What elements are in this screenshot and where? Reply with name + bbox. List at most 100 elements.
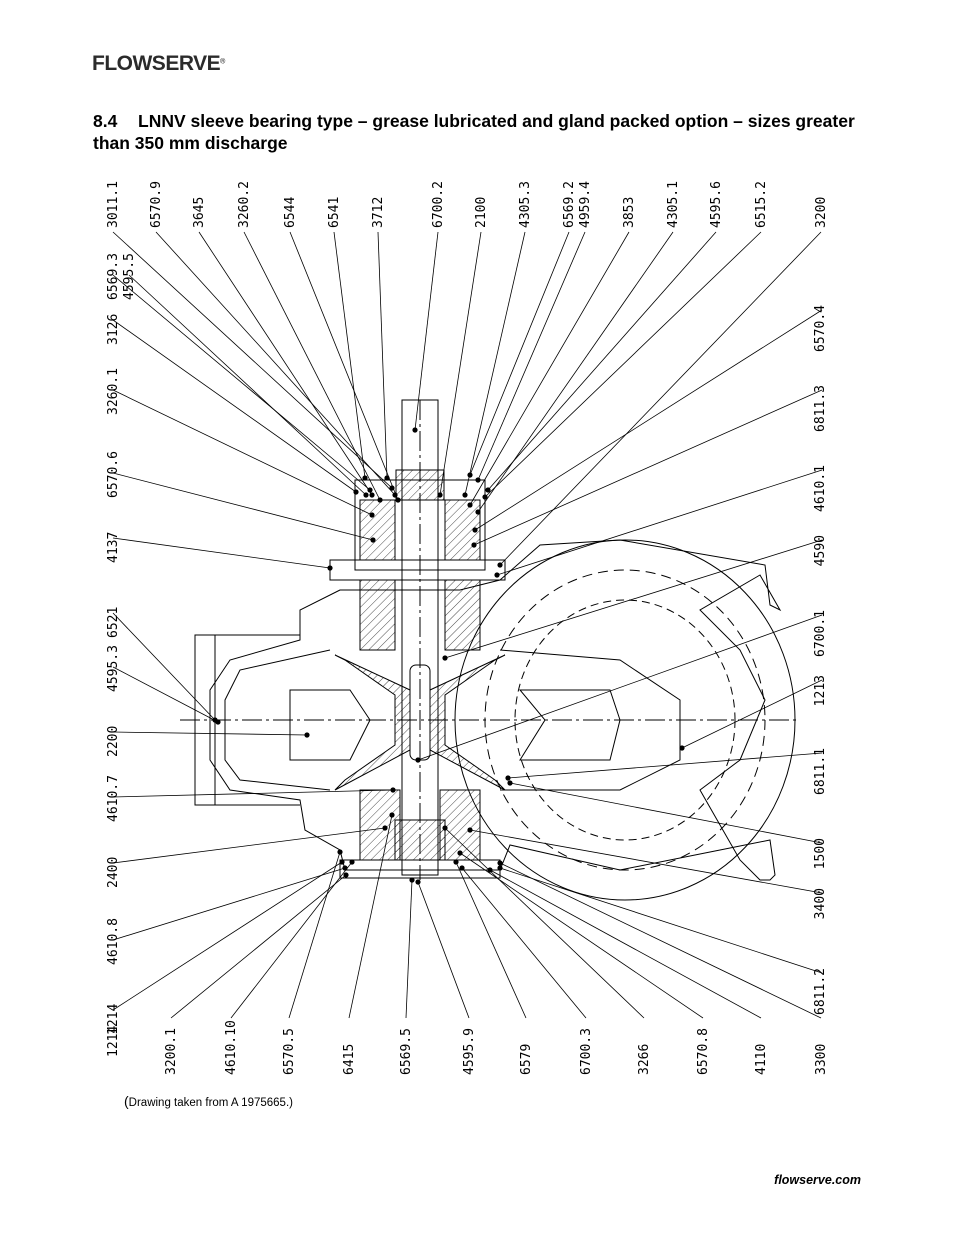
leader-line-top (243, 231, 381, 501)
drawing-caption: (Drawing taken from A 1975665.) (124, 1093, 293, 1109)
leader-line-top (377, 231, 388, 479)
leader-line-left (112, 861, 343, 1011)
part-label-bottom: 4110 (754, 1044, 769, 1075)
leader-line-right (496, 469, 823, 576)
part-label-top: 4959.4 (578, 181, 593, 228)
leader-dot (382, 825, 388, 831)
part-label-bottom: 6700.3 (579, 1028, 594, 1075)
leader-dot (475, 509, 481, 515)
leader-dot (472, 527, 478, 533)
leader-dot (409, 877, 415, 883)
leader-line-right (509, 782, 823, 844)
part-label-left: 2200 (106, 726, 121, 757)
part-label-right: 4590 (813, 535, 828, 566)
footer-url: flowserve.com (774, 1173, 861, 1187)
leader-line-bottom (288, 851, 341, 1019)
part-label-right: 6700.1 (813, 610, 828, 657)
leader-dot (462, 492, 468, 498)
leader-line-left (112, 666, 219, 723)
leader-dot (467, 472, 473, 478)
leader-dot (349, 859, 355, 865)
leader-line-top (289, 231, 399, 501)
leader-dot (475, 477, 481, 483)
leader-line-top (499, 231, 822, 566)
leader-line-right (444, 539, 823, 659)
leader-dot (442, 825, 448, 831)
part-label-top: 3712 (371, 197, 386, 228)
part-label-bottom: 6569.5 (399, 1028, 414, 1075)
leader-line-bottom (459, 852, 704, 1019)
leader-line-top (439, 231, 482, 496)
part-label-top: 6541 (327, 197, 342, 228)
leader-line-top (484, 231, 762, 498)
part-label-right: 6570.4 (813, 305, 828, 352)
logo-text: FLOWSERVE (92, 52, 221, 75)
part-label-top: 2100 (474, 197, 489, 228)
leader-dot (453, 859, 459, 865)
leader-dot (215, 719, 221, 725)
part-label-top: 6570.9 (149, 181, 164, 228)
registered-mark: ® (220, 58, 226, 66)
part-label-right: 1213 (813, 675, 828, 706)
leader-dot (384, 475, 390, 481)
leader-line-right (474, 309, 823, 531)
part-label-left: 4595.3 (106, 645, 121, 692)
leader-line-right (469, 829, 823, 894)
leader-dot (342, 865, 348, 871)
leader-dot (370, 537, 376, 543)
part-label-top: 3853 (622, 197, 637, 228)
leader-dot (679, 745, 685, 751)
part-label-top: 6569.2 (562, 181, 577, 228)
part-label-bottom: 6415 (342, 1044, 357, 1075)
leader-dot (415, 879, 421, 885)
label-dots (212, 427, 685, 885)
leader-dot (497, 860, 503, 866)
leader-line-top (469, 231, 630, 506)
part-label-bottom: 3300 (814, 1044, 829, 1075)
leader-dot (369, 492, 375, 498)
leader-dot (390, 787, 396, 793)
part-label-top: 3260.2 (237, 181, 252, 228)
shaft-and-bearing-housing (329, 399, 506, 879)
leader-line-bottom (499, 862, 822, 1019)
leader-dot (487, 867, 493, 873)
leader-lines (112, 231, 823, 1019)
part-label-top: 4595.6 (709, 181, 724, 228)
part-label-left: 4595.5 (122, 253, 137, 300)
part-label-bottom: 3200.1 (164, 1028, 179, 1075)
leader-line-bottom (170, 874, 347, 1019)
leader-dot (362, 475, 368, 481)
part-label-top: 3645 (192, 197, 207, 228)
leader-line-left (112, 319, 357, 493)
part-label-left: 3260.1 (106, 368, 121, 415)
leader-line-bottom (417, 881, 470, 1019)
leader-line-top (112, 231, 393, 489)
leader-dot (459, 865, 465, 871)
leader-dot (304, 732, 310, 738)
leader-line-top (333, 231, 366, 479)
leader-line-top (414, 231, 439, 431)
part-label-top: 3200 (814, 197, 829, 228)
leader-line-bottom (405, 879, 413, 1019)
leader-line-right (499, 867, 823, 974)
leader-line-bottom (455, 861, 527, 1019)
part-label-right: 6811.2 (813, 968, 828, 1015)
part-label-top: 6700.2 (431, 181, 446, 228)
leader-line-top (198, 231, 373, 496)
caption-paren: ( (124, 1093, 129, 1109)
leader-line-top (477, 231, 586, 481)
leader-dot (507, 780, 513, 786)
leader-dot (494, 572, 500, 578)
leader-dot (482, 494, 488, 500)
leader-line-bottom (489, 869, 762, 1019)
leader-line-top (155, 231, 396, 496)
part-label-left-bottom: 1214 (106, 1026, 121, 1057)
part-label-left: 6569.3 (106, 253, 121, 300)
leader-dot (485, 487, 491, 493)
part-label-bottom: 6579 (519, 1044, 534, 1075)
leader-dot (467, 827, 473, 833)
leader-dot (339, 859, 345, 865)
part-label-left: 3126 (106, 314, 121, 345)
leader-dot (467, 502, 473, 508)
leader-dot (497, 562, 503, 568)
